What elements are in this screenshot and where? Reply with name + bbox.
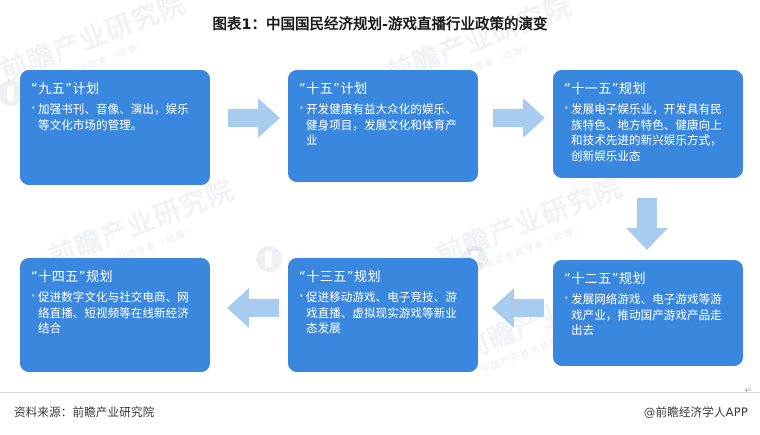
policy-box-title: “十一五”规划	[564, 82, 646, 97]
policy-box-bullet: 促进移动游戏、电子竞技、游戏直播、虚拟现实游戏等新业态发展	[299, 289, 467, 337]
footer-source: 资料来源：前瞻产业研究院	[14, 405, 155, 419]
policy-box-bullet: 发展网络游戏、电子游戏等游戏产业，推动国产游戏产品走出去	[564, 291, 732, 339]
policy-box-twelfth-five-year-plan: “十二五”规划 发展网络游戏、电子游戏等游戏产业，推动国产游戏产品走出去	[553, 260, 743, 366]
policy-box-fourteenth-five-year-plan: “十四五”规划 促进数字文化与社交电商、网络直播、短视频等在线新经济结合	[20, 258, 210, 372]
arrow-right-icon	[228, 98, 280, 138]
arrow-left-icon	[227, 288, 279, 328]
arrow-down-icon	[626, 198, 668, 250]
policy-box-bullet: 发展电子娱乐业，开发具有民族特色、地方特色、健康向上和技术先进的新兴娱乐方式，创…	[564, 101, 732, 164]
footer-divider	[0, 392, 760, 393]
watermark-logo-icon	[256, 246, 282, 272]
policy-box-bullet: 开发健康有益大众化的娱乐、健身项目，发展文化和体育产业	[299, 101, 467, 149]
policy-box-title: “十三五”规划	[299, 270, 381, 285]
chart-title: 图表1：中国国民经济规划-游戏直播行业政策的演变	[212, 17, 548, 33]
policy-box-eleventh-five-year-plan: “十一五”规划 发展电子娱乐业，开发具有民族特色、地方特色、健康向上和技术先进的…	[553, 70, 743, 178]
policy-box-bullet: 加强书刊、音像、演出，娱乐等文化市场的管理。	[31, 101, 199, 133]
footer-brand: @前瞻经济学人APP	[643, 405, 748, 419]
policy-box-tenth-five-year-plan: “十五”计划 开发健康有益大众化的娱乐、健身项目，发展文化和体育产业	[288, 70, 478, 182]
policy-box-title: “十五”计划	[299, 82, 368, 97]
policy-box-title: “十二五”规划	[564, 272, 646, 287]
pilcrow-mark: ↵	[744, 386, 752, 396]
policy-box-title: “九五”计划	[31, 82, 100, 97]
arrow-right-icon	[493, 98, 545, 138]
arrow-left-icon	[492, 288, 544, 328]
policy-box-thirteenth-five-year-plan: “十三五”规划 促进移动游戏、电子竞技、游戏直播、虚拟现实游戏等新业态发展	[288, 258, 478, 372]
policy-box-bullet: 促进数字文化与社交电商、网络直播、短视频等在线新经济结合	[31, 289, 199, 337]
policy-box-ninth-five-year-plan: “九五”计划 加强书刊、音像、演出，娱乐等文化市场的管理。	[20, 70, 210, 185]
policy-box-title: “十四五”规划	[31, 270, 113, 285]
